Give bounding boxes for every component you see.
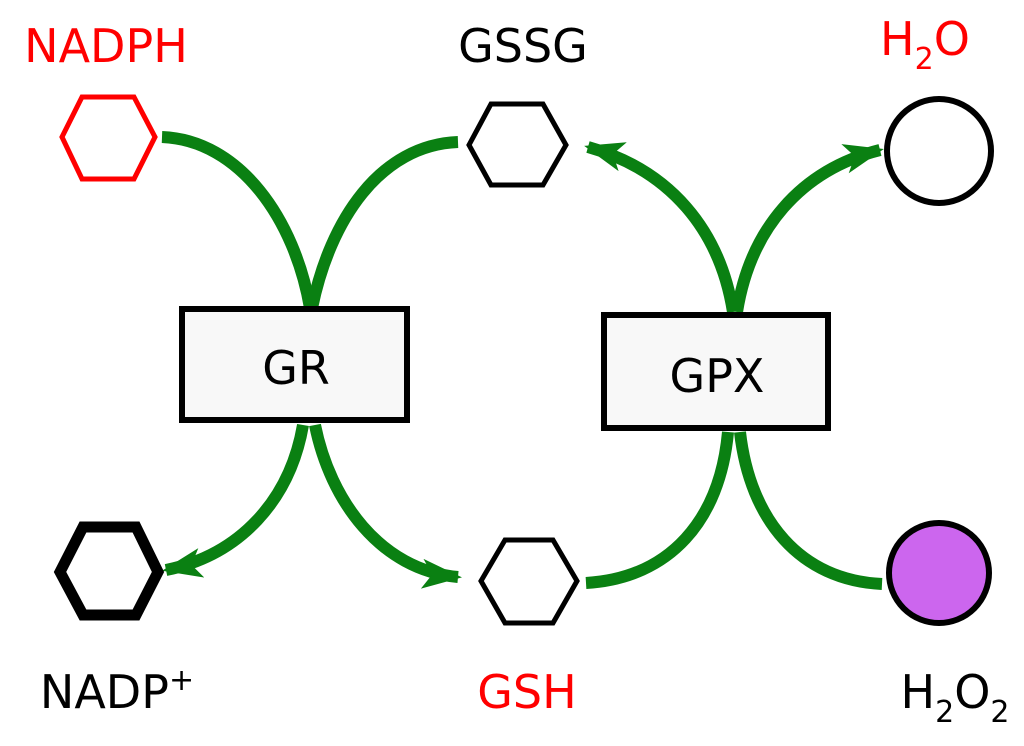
arrow-gr-to-gsh: [309, 423, 462, 589]
gpx-enzyme-box: GPX: [601, 312, 831, 431]
h2o2-label: H2O2: [901, 665, 1010, 730]
arrow-gpx-to-gssg: [584, 141, 739, 313]
gssg-hexagon-icon: [466, 101, 569, 188]
gsh-label: GSH: [477, 665, 576, 719]
nadp-hexagon-icon: [53, 521, 165, 621]
nadph-hexagon-icon: [59, 94, 158, 182]
arrow-gssg-to-gr: [306, 136, 459, 310]
arrow-gr-to-nadp: [162, 423, 309, 578]
h2o-label: H2O: [880, 12, 970, 77]
arrow-h2o2-to-gpx: [734, 431, 883, 590]
nadph-label: NADPH: [24, 19, 188, 73]
arrow-nadph-to-gr: [161, 131, 316, 310]
gpx-label: GPX: [670, 349, 765, 403]
nadp-label: NADP+: [40, 663, 194, 719]
gssg-label: GSSG: [458, 19, 588, 73]
h2o2-circle-icon: [886, 520, 992, 626]
gr-enzyme-box: GR: [179, 306, 410, 423]
h2o-circle-icon: [884, 96, 994, 206]
arrow-gsh-to-gpx: [585, 431, 734, 589]
arrow-gpx-to-h2o: [731, 144, 884, 313]
gr-label: GR: [262, 341, 330, 395]
gsh-hexagon-icon: [478, 537, 580, 626]
